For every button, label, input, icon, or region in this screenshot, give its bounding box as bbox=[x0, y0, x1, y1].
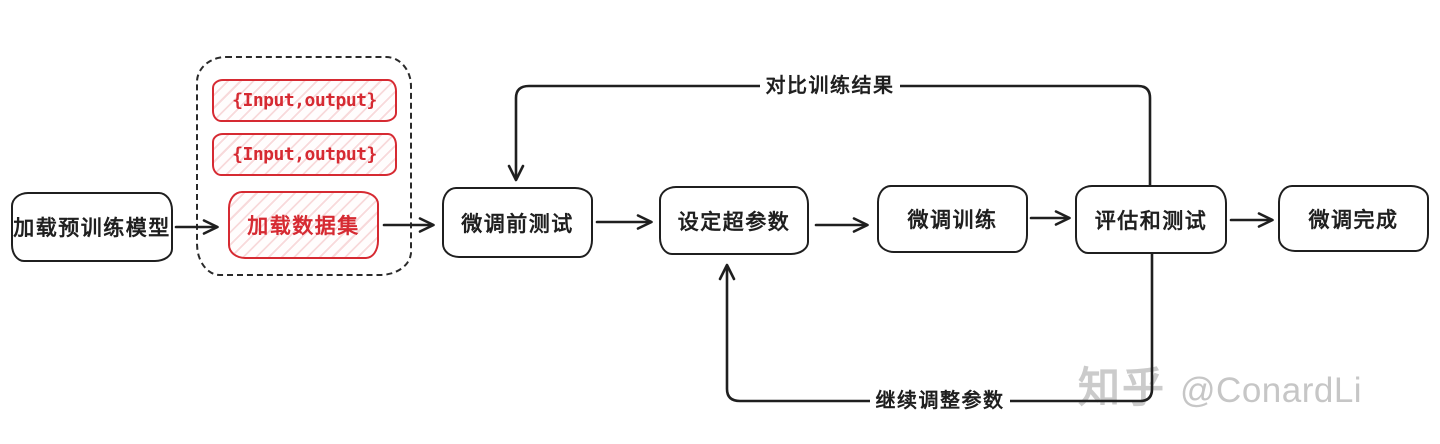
node-sample-1-label: {Input,output} bbox=[232, 90, 377, 111]
node-set-hyperparameters-label: 设定超参数 bbox=[677, 210, 791, 234]
watermark: 知乎 @ConardLi bbox=[1078, 354, 1362, 415]
edge-label-continue-adjust-params: 继续调整参数 bbox=[870, 387, 1010, 415]
node-pre-finetune-test-label: 微调前测试 bbox=[461, 212, 574, 236]
node-evaluate-and-test-label: 评估和测试 bbox=[1094, 209, 1208, 233]
node-load-dataset: 加载数据集 bbox=[228, 191, 379, 259]
zhihu-logo: 知乎 bbox=[1078, 364, 1167, 411]
feedback-arrow-adjust-params bbox=[718, 252, 1154, 403]
node-set-hyperparameters: 设定超参数 bbox=[659, 186, 809, 255]
node-evaluate-and-test: 评估和测试 bbox=[1075, 185, 1227, 254]
arrow-load-model-to-dataset bbox=[174, 219, 219, 235]
arrow-train-to-evaluate bbox=[1029, 210, 1071, 226]
arrow-hparams-to-train bbox=[814, 217, 869, 233]
arrow-pretest-to-hparams bbox=[595, 214, 653, 230]
node-sample-2-label: {Input,output} bbox=[232, 144, 377, 165]
feedback-arrow-compare-results bbox=[507, 84, 1152, 187]
arrow-evaluate-to-done bbox=[1229, 212, 1274, 228]
node-load-pretrained-model: 加载预训练模型 bbox=[11, 192, 173, 262]
node-sample-input-output-1: {Input,output} bbox=[212, 79, 397, 122]
node-pre-finetune-test: 微调前测试 bbox=[442, 187, 593, 258]
watermark-author-handle: @ConardLi bbox=[1180, 371, 1363, 410]
node-finetune-training: 微调训练 bbox=[877, 185, 1028, 253]
node-finetune-complete-label: 微调完成 bbox=[1308, 208, 1399, 232]
node-load-pretrained-model-label: 加载预训练模型 bbox=[13, 217, 171, 240]
arrow-dataset-to-pretest bbox=[382, 217, 435, 233]
node-load-dataset-label: 加载数据集 bbox=[247, 215, 360, 238]
edge-label-compare-training-results: 对比训练结果 bbox=[760, 72, 900, 100]
node-finetune-complete: 微调完成 bbox=[1278, 185, 1429, 252]
node-sample-input-output-2: {Input,output} bbox=[212, 133, 397, 176]
node-finetune-training-label: 微调训练 bbox=[907, 209, 998, 232]
